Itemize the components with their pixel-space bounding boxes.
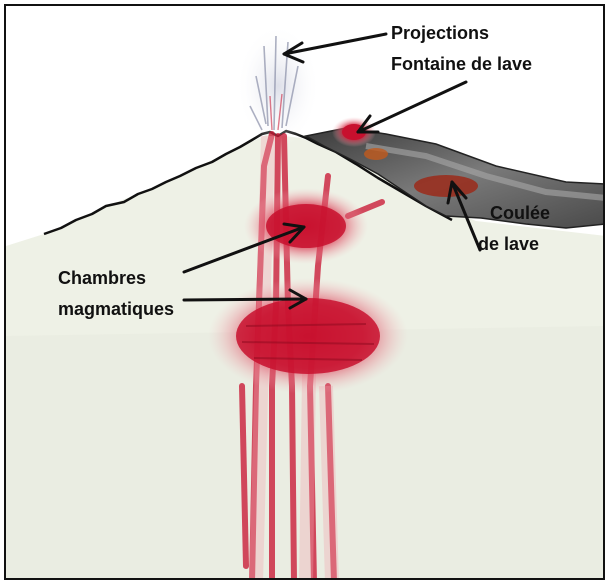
upper-magma-chamber	[266, 204, 346, 248]
label-coulee-line1: Coulée	[490, 203, 550, 224]
arrow-chambres-lower	[184, 299, 306, 300]
volcano-illustration	[6, 6, 605, 580]
label-chambres-line2: magmatiques	[58, 299, 174, 320]
label-chambres-line1: Chambres	[58, 268, 146, 289]
lower-magma-chamber	[236, 298, 380, 374]
lava-flow-hot-spot	[414, 175, 478, 197]
label-fontaine-de-lave: Fontaine de lave	[391, 54, 532, 75]
lava-flow-hot-spot-2	[364, 148, 388, 160]
diagram-frame: Projections Fontaine de lave Coulée de l…	[4, 4, 605, 580]
label-coulee-line2: de lave	[478, 234, 539, 255]
label-projections: Projections	[391, 23, 489, 44]
arrow-fontaine	[358, 82, 466, 132]
